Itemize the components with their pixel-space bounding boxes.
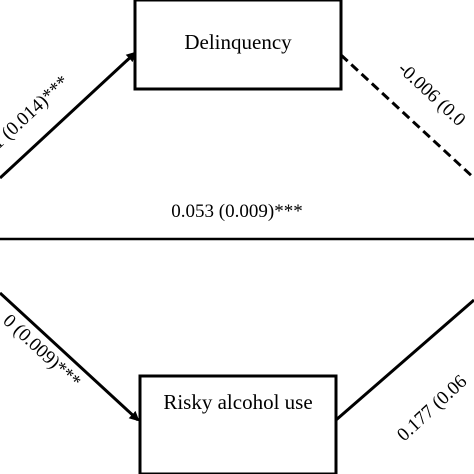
path-label-to-risky-alcohol-use: 0 (0.009)*** bbox=[0, 310, 85, 392]
path-label-to-delinquency: 1 (0.014)*** bbox=[0, 72, 73, 154]
path-label-direct: 0.053 (0.009)*** bbox=[171, 201, 302, 222]
risky-alcohol-use-label: Risky alcohol use bbox=[163, 390, 312, 414]
path-dashed-from-delinquency bbox=[339, 53, 474, 180]
path-label-from-risky-alcohol-use: 0.177 (0.06 bbox=[393, 371, 471, 446]
delinquency-label: Delinquency bbox=[184, 30, 292, 54]
path-from-risky-alcohol-use bbox=[335, 298, 474, 422]
path-arrow-to-delinquency bbox=[0, 51, 137, 180]
path-label-from-delinquency: -0.006 (0.0 bbox=[394, 58, 470, 130]
risky-alcohol-use-box bbox=[138, 374, 338, 474]
path-arrow-to-risky-alcohol-use bbox=[0, 291, 140, 422]
delinquency-box bbox=[133, 0, 343, 91]
